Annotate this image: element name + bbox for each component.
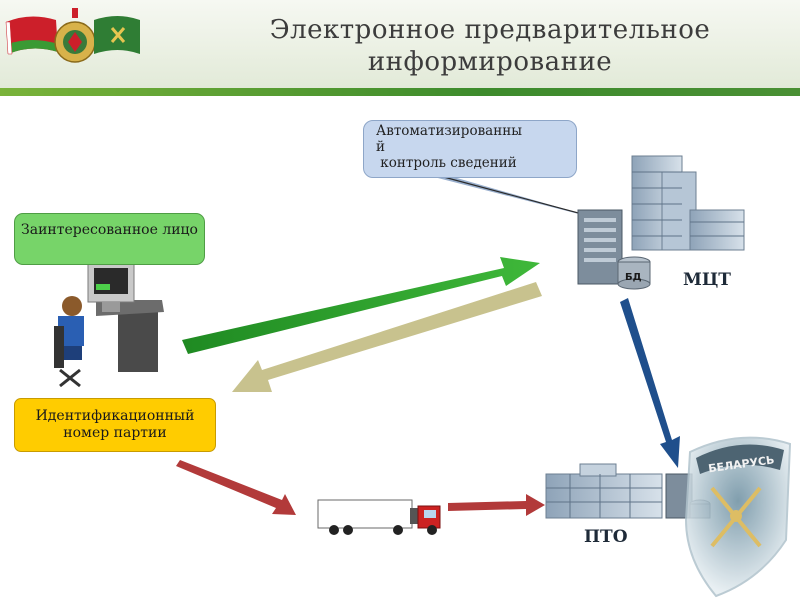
customs-shield-icon — [684, 436, 792, 598]
belarus-flag-icon — [5, 16, 58, 55]
pto-label: ПТО — [584, 527, 628, 547]
callout-line1: Автоматизированны — [376, 123, 522, 139]
truck-icon — [317, 499, 441, 535]
arrow-olive-back — [232, 282, 542, 392]
callout-line3: контроль сведений — [376, 155, 517, 171]
interested-party-label: Заинтересованное лицо — [21, 222, 198, 238]
batch-id-label: Идентификационный номер партии — [35, 408, 195, 441]
arrow-blue-to-pto — [620, 298, 680, 468]
page-title-line2: информирование — [367, 47, 613, 77]
mct-label: МЦТ — [683, 270, 731, 290]
batch-id-box: Идентификационный номер партии — [14, 398, 216, 452]
flags-emblem-icon — [5, 8, 140, 63]
callout-pointer — [430, 176, 610, 222]
customs-flag-icon — [94, 16, 140, 54]
mct-server-icon — [577, 209, 651, 290]
arrow-red-to-pto — [448, 494, 545, 516]
arrow-green-to-mct — [182, 257, 540, 354]
mct-building-icon — [631, 155, 745, 251]
coat-of-arms-icon — [54, 8, 96, 63]
page-title: Электронное предварительное информирован… — [240, 14, 740, 78]
arrow-red-to-truck — [176, 460, 296, 515]
interested-party-box: Заинтересованное лицо — [14, 213, 205, 265]
computer-user-icon — [54, 261, 164, 388]
db-label: БД — [625, 272, 642, 283]
page-title-line1: Электронное предварительное — [269, 15, 711, 45]
auto-control-callout: Автоматизированны й контроль сведений — [363, 120, 577, 178]
callout-line2: й — [376, 139, 385, 155]
pto-building-icon — [545, 463, 663, 519]
header-accent-line — [0, 88, 800, 96]
